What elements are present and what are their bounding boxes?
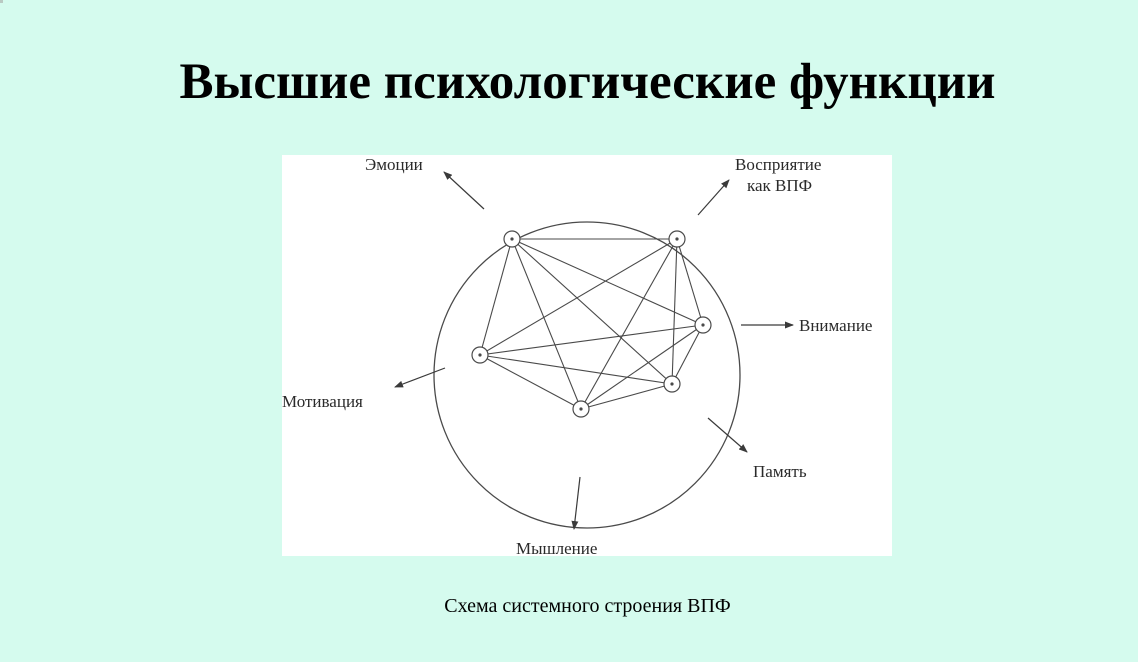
node-2 [668,230,686,248]
system-circle [433,221,741,529]
node-1 [503,230,521,248]
label-thinking: Мышление [516,539,597,556]
arrow-memory [707,417,748,453]
label-motivation: Мотивация [282,392,363,411]
label-memory: Память [753,462,807,481]
arrow-motivation [394,367,446,388]
label-emotions: Эмоции [365,155,423,174]
arrow-thinking [571,476,581,530]
corner-mark [0,0,3,3]
node-6 [471,346,489,364]
slide-title: Высшие психологические функции [179,54,996,110]
label-attention: Внимание [799,316,872,335]
node-4 [663,375,681,393]
node-3 [694,316,712,334]
diagram-caption: Схема системного строения ВПФ [444,595,731,617]
label-perception-line1: Восприятие [735,155,821,174]
system-structure-diagram: Эмоции Восприятие как ВПФ Внимание Памят… [282,155,872,556]
diagram-panel: Эмоции Восприятие как ВПФ Внимание Памят… [282,155,892,556]
internal-connections [479,238,704,410]
node-5 [572,400,590,418]
arrow-perception [697,179,730,216]
arrow-emotions [443,171,485,210]
label-perception-line2: как ВПФ [747,176,812,195]
